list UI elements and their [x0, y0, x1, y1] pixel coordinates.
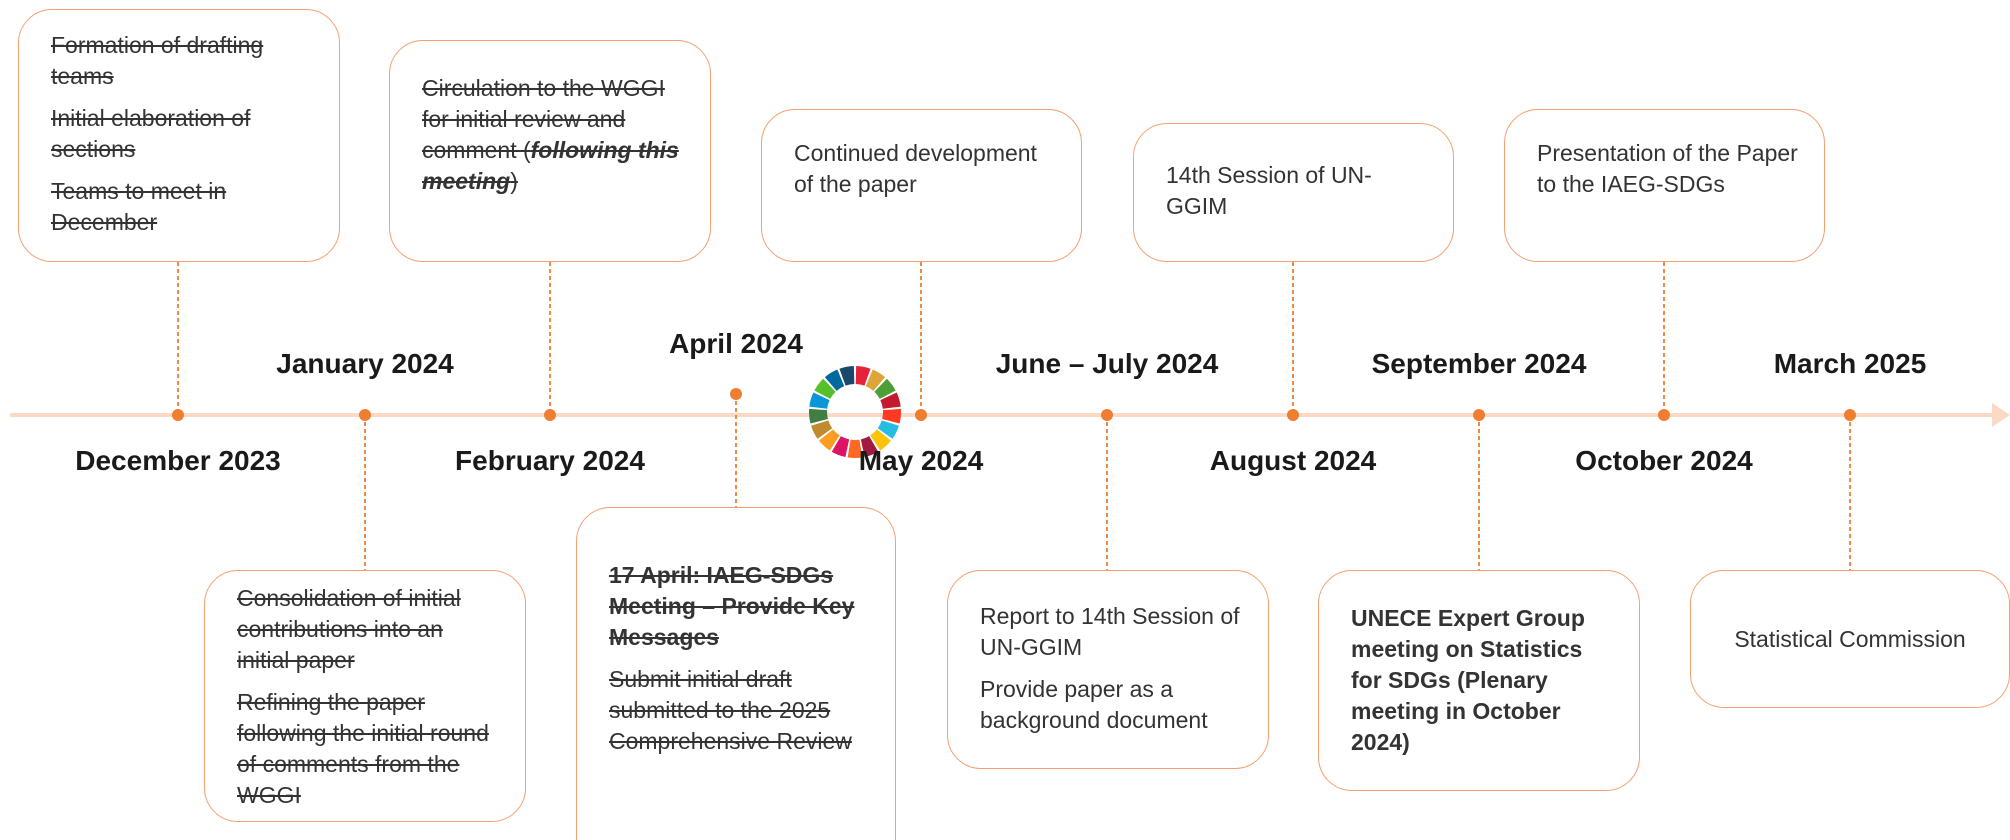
sdg-wheel-segment	[811, 420, 833, 439]
junjul-item-2: Provide paper as a background document	[980, 676, 1208, 733]
date-may-2024: May 2024	[858, 445, 984, 476]
box-may-2024: Continued development of the paper	[761, 109, 1082, 262]
sdg-color-wheel-icon	[808, 366, 901, 459]
dot-aug	[1287, 409, 1299, 421]
date-october-2024: October 2024	[1575, 445, 1753, 476]
sdg-wheel-segment	[882, 408, 901, 424]
dot-mar	[1844, 409, 1856, 421]
feb-text-after: )	[510, 168, 518, 194]
box-september-2024: UNECE Expert Group meeting on Statistics…	[1318, 570, 1640, 791]
dot-feb	[544, 409, 556, 421]
date-december-2023: December 2023	[75, 445, 281, 476]
sdg-wheel-segment	[824, 369, 845, 391]
dot-oct	[1658, 409, 1670, 421]
box-december-2023: Formation of drafting teams Initial elab…	[18, 9, 340, 262]
dot-junjul	[1101, 409, 1113, 421]
dot-dec	[172, 409, 184, 421]
sdg-wheel-segment	[855, 366, 871, 386]
sdg-wheel-segment	[814, 378, 836, 399]
timeline-dots	[172, 388, 1856, 421]
sdg-wheel-segment	[839, 366, 855, 386]
dot-apr	[730, 388, 742, 400]
mar-item-1: Statistical Commission	[1734, 625, 1966, 652]
sdg-wheel-segment	[809, 392, 830, 409]
sdg-wheel-segment	[831, 436, 850, 457]
dec-item-3: Teams to meet in December	[51, 178, 227, 235]
jan-item-2: Refining the paper following the initial…	[237, 689, 489, 808]
dot-jan	[359, 409, 371, 421]
connectors	[177, 262, 1851, 570]
box-february-2024: Circulation to the WGGI for initial revi…	[389, 40, 711, 262]
date-august-2024: August 2024	[1209, 445, 1377, 476]
may-item-1: Continued development of the paper	[794, 140, 1037, 197]
oct-item-1: Presentation of the Paper to the IAEG-SD…	[1537, 140, 1798, 197]
date-february-2024: February 2024	[455, 445, 645, 476]
timeline-arrowhead	[1992, 403, 2010, 427]
sdg-wheel-segment	[860, 436, 879, 457]
box-august-2024: 14th Session of UN-GGIM	[1133, 123, 1454, 262]
apr-item-2: Submit initial draft submitted to the 20…	[609, 666, 852, 754]
box-june-july-2024: Report to 14th Session of UN-GGIM Provid…	[947, 570, 1269, 769]
box-january-2024: Consolidation of initial contributions i…	[204, 570, 526, 822]
dec-item-2: Initial elaboration of sections	[51, 105, 251, 162]
date-january-2024: January 2024	[276, 348, 454, 379]
sdg-wheel-segment	[870, 429, 892, 451]
feb-text-italic: following this meeting	[422, 137, 679, 194]
apr-item-1: 17 April: IAEG-SDGs Meeting – Provide Ke…	[609, 562, 855, 650]
sep-item-1: UNECE Expert Group meeting on Statistics…	[1351, 605, 1585, 755]
sdg-wheel-segment	[880, 392, 901, 409]
box-october-2024: Presentation of the Paper to the IAEG-SD…	[1504, 109, 1825, 262]
box-april-2024: 17 April: IAEG-SDGs Meeting – Provide Ke…	[576, 507, 896, 840]
feb-item-1: Circulation to the WGGI for initial revi…	[422, 73, 686, 197]
sdg-wheel-segment	[847, 439, 863, 459]
date-april-2024: April 2024	[669, 328, 803, 359]
sdg-wheel-segment	[865, 369, 886, 391]
dec-item-1: Formation of drafting teams	[51, 32, 264, 89]
sdg-wheel-segment	[808, 408, 828, 424]
sdg-wheel-segment	[818, 429, 840, 451]
dot-sep	[1473, 409, 1485, 421]
feb-text-before: Circulation to the WGGI for initial revi…	[422, 75, 665, 163]
box-march-2025: Statistical Commission	[1690, 570, 2010, 708]
dot-may	[915, 409, 927, 421]
sdg-wheel-segment	[877, 420, 899, 439]
jan-item-1: Consolidation of initial contributions i…	[237, 585, 461, 673]
date-march-2025: March 2025	[1773, 348, 1927, 379]
date-september-2024: September 2024	[1371, 348, 1587, 379]
junjul-item-1: Report to 14th Session of UN-GGIM	[980, 603, 1240, 660]
sdg-wheel-segment	[874, 378, 896, 399]
date-june-july-2024: June – July 2024	[995, 348, 1219, 379]
aug-item-1: 14th Session of UN-GGIM	[1166, 162, 1372, 219]
